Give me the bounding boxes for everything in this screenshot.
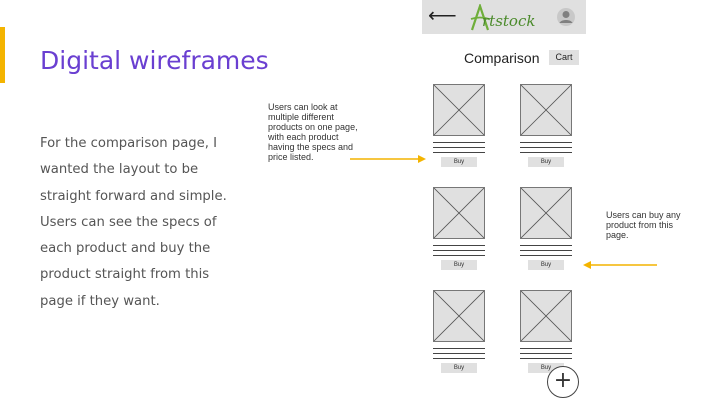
product-card: Buy <box>520 84 572 167</box>
product-card: Buy <box>433 84 485 167</box>
wireframe-header: ⟵ rtstock <box>422 0 586 34</box>
product-image-placeholder <box>520 290 572 342</box>
buy-button[interactable]: Buy <box>528 157 564 167</box>
product-specs-lines <box>433 245 485 256</box>
slide-body-text: For the comparison page, I wanted the la… <box>40 136 227 309</box>
product-specs-lines <box>433 142 485 153</box>
product-image-placeholder <box>433 84 485 136</box>
product-image-placeholder <box>433 187 485 239</box>
product-image-placeholder <box>520 84 572 136</box>
buy-button[interactable]: Buy <box>441 363 477 373</box>
slide-title: Digital wireframes <box>40 46 269 75</box>
comparison-page-title: Comparison <box>464 50 540 66</box>
annotation-arrow-right <box>583 261 657 269</box>
product-card: Buy <box>520 290 572 373</box>
product-card: Buy <box>433 187 485 270</box>
cart-button[interactable]: Cart <box>549 50 579 65</box>
annotation-left: Users can look at multiple different pro… <box>268 102 358 162</box>
annotation-right: Users can buy any product from this page… <box>606 210 681 240</box>
product-image-placeholder <box>520 187 572 239</box>
artstock-logo: rtstock <box>470 2 535 37</box>
plus-icon: + <box>553 368 573 393</box>
product-card: Buy <box>433 290 485 373</box>
buy-button[interactable]: Buy <box>441 260 477 270</box>
product-image-placeholder <box>433 290 485 342</box>
product-specs-lines <box>433 348 485 359</box>
logo-text: rtstock <box>482 12 536 30</box>
buy-button[interactable]: Buy <box>441 157 477 167</box>
product-specs-lines <box>520 142 572 153</box>
product-specs-lines <box>520 348 572 359</box>
logo-a-icon <box>470 2 490 31</box>
user-avatar-icon[interactable] <box>556 7 576 27</box>
buy-button[interactable]: Buy <box>528 363 564 373</box>
buy-button[interactable]: Buy <box>528 260 564 270</box>
annotation-arrow-left <box>350 155 426 163</box>
product-card: Buy <box>520 187 572 270</box>
add-fab-button[interactable]: + <box>547 366 579 398</box>
product-specs-lines <box>520 245 572 256</box>
back-arrow-icon[interactable]: ⟵ <box>428 5 457 27</box>
accent-bar <box>0 27 5 83</box>
